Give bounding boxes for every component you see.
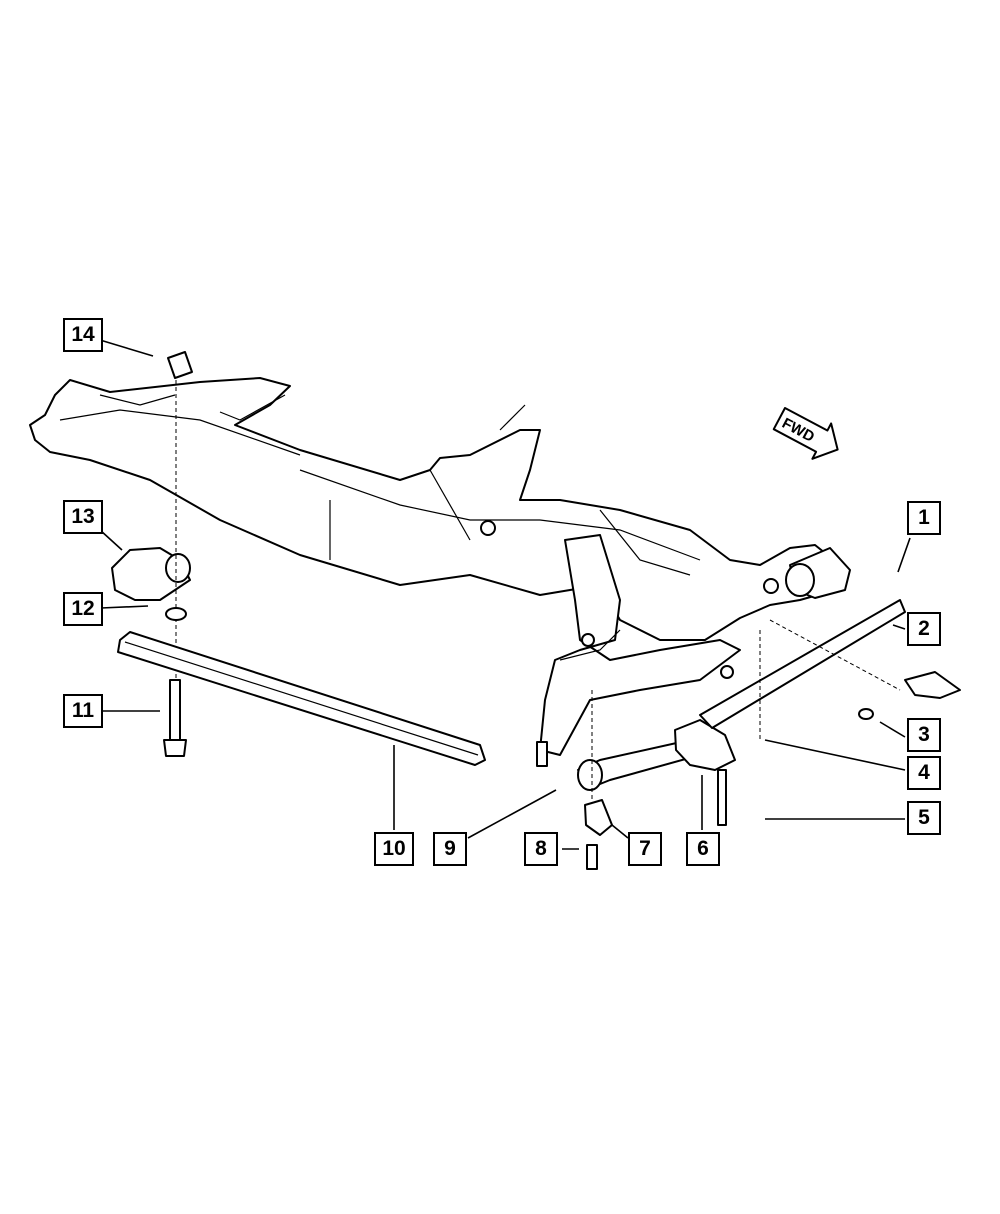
- callout-4: 4: [907, 756, 941, 790]
- callout-10: 10: [374, 832, 414, 866]
- callout-1: 1: [907, 501, 941, 535]
- callout-6: 6: [686, 832, 720, 866]
- retainer-and-bolt: [584, 799, 613, 870]
- lower-control-arm: [536, 534, 741, 767]
- stabilizer-bar: [117, 631, 486, 766]
- callout-8: 8: [524, 832, 558, 866]
- callout-2: 2: [907, 612, 941, 646]
- leader-lines: [99, 339, 911, 850]
- bolt-long: [163, 679, 187, 757]
- callout-3: 3: [907, 718, 941, 752]
- fwd-arrow: FWD: [772, 407, 839, 460]
- callout-11: 11: [63, 694, 103, 728]
- callout-5: 5: [907, 801, 941, 835]
- stabilizer-bushing-clamp: [111, 351, 193, 690]
- stabilizer-link: [577, 599, 906, 826]
- callout-14: 14: [63, 318, 103, 352]
- callout-7: 7: [628, 832, 662, 866]
- callout-12: 12: [63, 592, 103, 626]
- callout-9: 9: [433, 832, 467, 866]
- callout-13: 13: [63, 500, 103, 534]
- nut-and-bracket: [759, 619, 961, 740]
- frame-crossmember: [29, 377, 851, 641]
